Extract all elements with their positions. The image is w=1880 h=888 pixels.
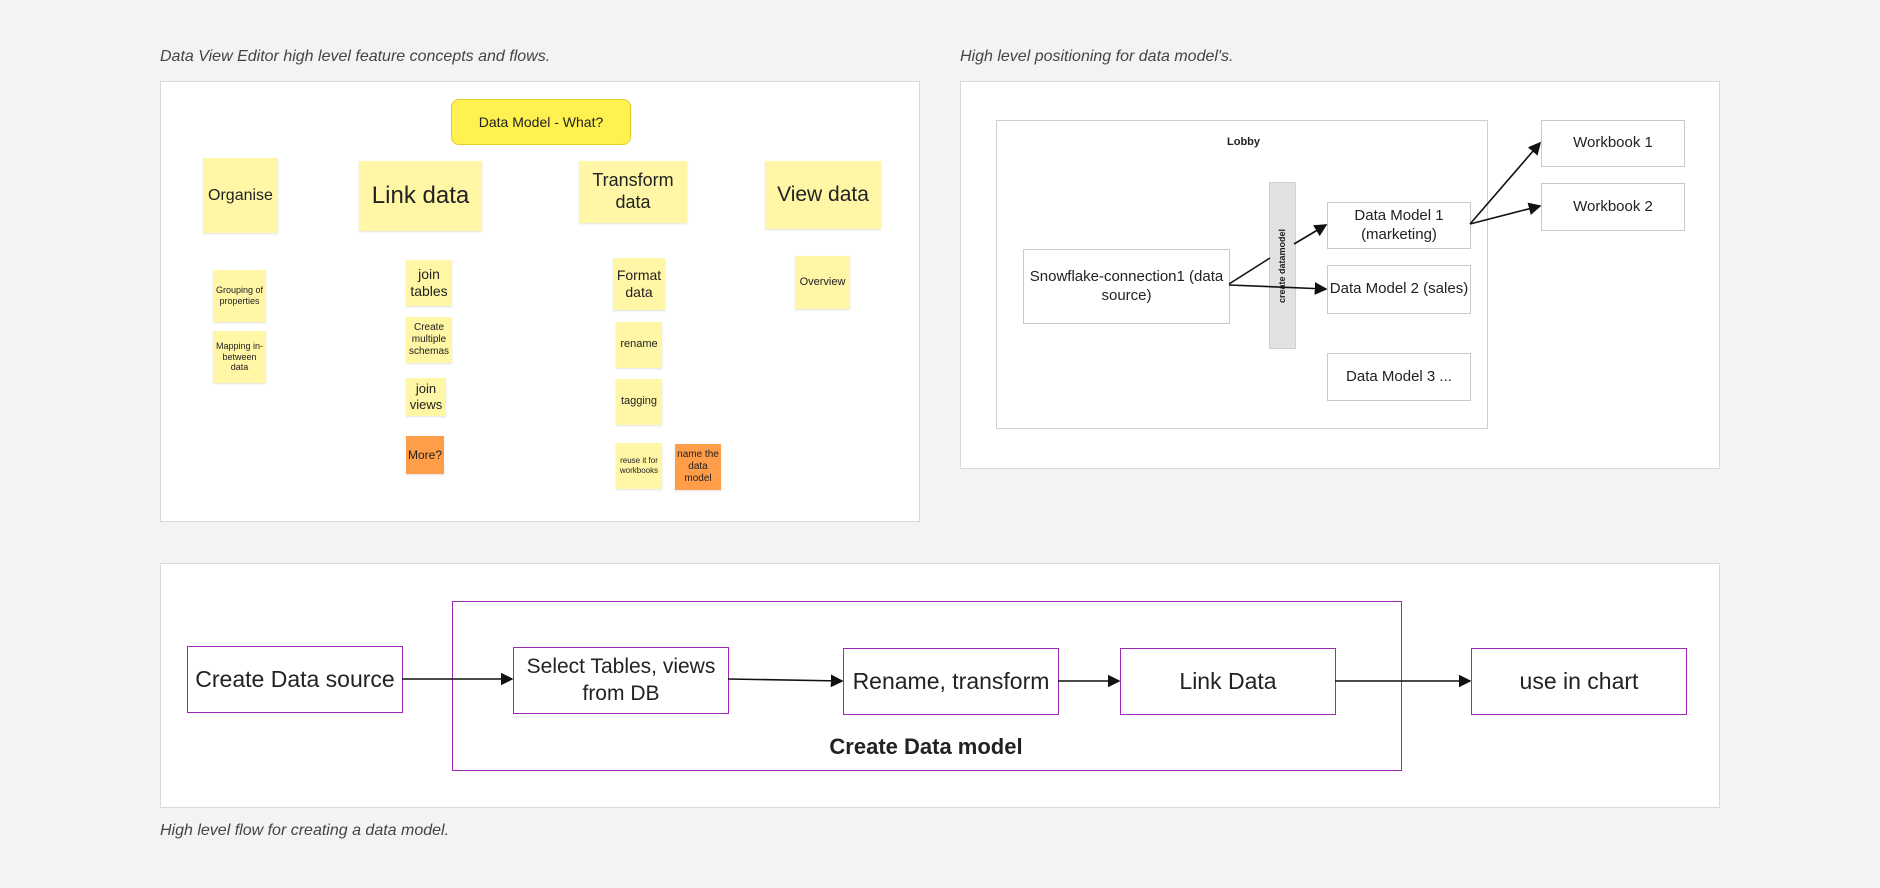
create-datamodel-label: create datamodel bbox=[1277, 228, 1288, 303]
sticky-create-schemas[interactable]: Create multiple schemas bbox=[406, 317, 452, 363]
sticky-grouping[interactable]: Grouping of properties bbox=[213, 270, 266, 322]
sticky-join-views[interactable]: join views bbox=[406, 378, 446, 416]
lobby-title: Lobby bbox=[1227, 136, 1260, 148]
sticky-view-data[interactable]: View data bbox=[765, 161, 881, 229]
use-in-chart-box[interactable]: use in chart bbox=[1471, 648, 1687, 715]
rename-transform-box[interactable]: Rename, transform bbox=[843, 648, 1059, 715]
header-sticky[interactable]: Data Model - What? bbox=[451, 99, 631, 145]
sticky-rename[interactable]: rename bbox=[616, 322, 662, 368]
caption-positioning: High level positioning for data model's. bbox=[960, 48, 1234, 65]
workbook-1-box[interactable]: Workbook 1 bbox=[1541, 120, 1685, 167]
select-tables-box[interactable]: Select Tables, views from DB bbox=[513, 647, 729, 714]
sticky-transform-data[interactable]: Transform data bbox=[579, 161, 687, 223]
caption-flow: High level flow for creating a data mode… bbox=[160, 822, 450, 839]
sticky-join-tables[interactable]: join tables bbox=[406, 260, 452, 306]
sticky-mapping[interactable]: Mapping in-between data bbox=[213, 331, 266, 383]
caption-feature-concepts: Data View Editor high level feature conc… bbox=[160, 48, 551, 65]
create-data-model-label: Create Data model bbox=[829, 734, 1023, 759]
sticky-organise[interactable]: Organise bbox=[203, 158, 278, 233]
create-datamodel-bar[interactable]: create datamodel bbox=[1269, 182, 1296, 349]
sticky-format-data[interactable]: Format data bbox=[613, 258, 665, 310]
create-data-model-group[interactable] bbox=[452, 601, 1402, 771]
data-model-3-box[interactable]: Data Model 3 ... bbox=[1327, 353, 1471, 401]
sticky-more[interactable]: More? bbox=[406, 436, 444, 474]
data-model-1-box[interactable]: Data Model 1 (marketing) bbox=[1327, 202, 1471, 249]
workbook-2-box[interactable]: Workbook 2 bbox=[1541, 183, 1685, 231]
sticky-tagging[interactable]: tagging bbox=[616, 379, 662, 425]
data-model-2-box[interactable]: Data Model 2 (sales) bbox=[1327, 265, 1471, 314]
sticky-name-model[interactable]: name the data model bbox=[675, 444, 721, 490]
sticky-link-data[interactable]: Link data bbox=[359, 161, 482, 231]
feature-concepts-frame[interactable] bbox=[160, 81, 920, 522]
sticky-reuse[interactable]: reuse it for workbooks bbox=[616, 443, 662, 489]
create-data-source-box[interactable]: Create Data source bbox=[187, 646, 403, 713]
data-source-box[interactable]: Snowflake-connection1 (data source) bbox=[1023, 249, 1230, 324]
link-data-box[interactable]: Link Data bbox=[1120, 648, 1336, 715]
sticky-overview[interactable]: Overview bbox=[795, 256, 850, 309]
